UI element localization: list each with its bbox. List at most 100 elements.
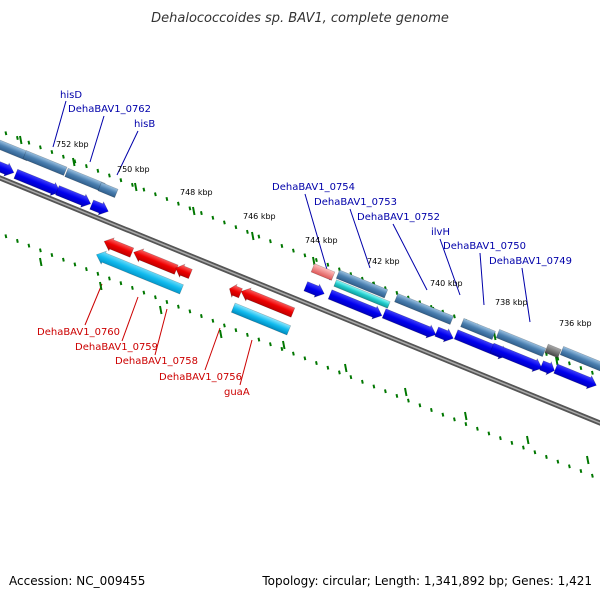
lower-tick-mark xyxy=(430,407,433,413)
pink-gene xyxy=(310,263,336,281)
lower-tick-mark xyxy=(73,262,77,267)
red-gene-shape xyxy=(240,287,296,318)
lower-tick-mark xyxy=(579,469,583,474)
upper-tick-mark xyxy=(326,262,330,267)
lower-tick-mark xyxy=(499,436,502,441)
lower-tick-mark xyxy=(476,426,479,431)
lower-tick-mark xyxy=(108,276,111,281)
upper-tick-mark xyxy=(108,173,111,178)
lower-tick-mark xyxy=(257,337,261,342)
blue-gene-shape xyxy=(539,360,555,376)
lower-tick-mark xyxy=(96,271,100,276)
upper-tick-mark xyxy=(591,370,594,375)
leader-line xyxy=(521,267,531,323)
steel-gene-shape xyxy=(22,150,68,176)
steel-gene-shape xyxy=(97,182,119,198)
upper-tick-mark xyxy=(27,140,31,145)
major-tick xyxy=(99,281,103,291)
upper-tick-mark xyxy=(579,366,583,371)
upper-tick-mark xyxy=(315,258,318,263)
upper-tick-mark xyxy=(119,178,123,183)
lower-tick-mark xyxy=(349,375,353,380)
gene-label-reverse: DehaBAV1_0759 xyxy=(75,342,158,353)
lower-tick-mark xyxy=(384,389,387,394)
lower-tick-mark xyxy=(50,253,54,258)
leader-line xyxy=(116,130,139,176)
blue-gene-shape xyxy=(381,308,437,339)
major-tick xyxy=(344,363,348,373)
lower-tick-mark xyxy=(85,267,88,272)
leader-line xyxy=(239,339,253,386)
tick-marks xyxy=(4,131,594,478)
tick-label: 736 kbp xyxy=(559,319,592,328)
lower-tick-mark xyxy=(464,422,468,427)
lower-tick-mark xyxy=(591,473,594,478)
blue-gene-shape xyxy=(13,168,61,197)
blue-gene xyxy=(13,168,61,197)
cyan-gene xyxy=(95,250,184,295)
leader-line xyxy=(52,100,67,148)
red-gene-shape xyxy=(229,283,243,299)
lower-tick-mark xyxy=(568,464,571,469)
upper-tick-mark xyxy=(246,229,249,234)
blue-gene xyxy=(89,199,109,216)
red-gene xyxy=(229,283,243,299)
gray-gene-shape xyxy=(544,343,562,359)
lower-tick-mark xyxy=(395,393,399,398)
lower-tick-mark xyxy=(510,440,514,445)
steel-gene xyxy=(394,293,454,325)
lower-tick-mark xyxy=(292,351,295,356)
blue-gene xyxy=(327,289,383,320)
red-gene xyxy=(103,237,135,258)
steel-gene-shape xyxy=(394,293,454,325)
upper-tick-mark xyxy=(131,182,134,187)
upper-tick-mark xyxy=(4,131,8,136)
lower-tick-mark xyxy=(27,243,31,248)
steel-gene-shape xyxy=(335,269,389,299)
lower-tick-mark xyxy=(246,332,249,337)
upper-tick-mark xyxy=(257,234,261,239)
steel-gene xyxy=(460,318,496,340)
lower-tick-mark xyxy=(165,299,169,305)
blue-gene-shape xyxy=(303,281,325,298)
upper-tick-mark xyxy=(292,248,295,253)
lower-tick-mark xyxy=(16,238,19,243)
cyan-gene-shape xyxy=(95,250,184,295)
major-tick xyxy=(134,182,138,192)
upper-tick-mark xyxy=(154,192,157,197)
major-tick xyxy=(464,411,468,421)
blue-gene-shape xyxy=(55,185,92,208)
gene-label-forward: hisB xyxy=(134,119,155,130)
lower-tick-mark xyxy=(453,417,456,422)
lower-tick-mark xyxy=(372,384,376,389)
tick-label: 752 kbp xyxy=(56,140,89,149)
cyan-gene xyxy=(230,302,292,336)
upper-tick-mark xyxy=(269,239,272,244)
upper-tick-mark xyxy=(188,206,192,211)
upper-tick-mark xyxy=(453,314,456,319)
steel-gene-shape xyxy=(460,318,496,340)
lower-tick-mark xyxy=(441,412,445,417)
upper-tick-mark xyxy=(62,154,65,159)
gene-label-reverse: DehaBAV1_0760 xyxy=(37,327,120,338)
upper-tick-mark xyxy=(211,215,215,220)
major-tick xyxy=(72,157,76,167)
upper-tick-mark xyxy=(280,243,284,248)
gene-label-forward: DehaBAV1_0750 xyxy=(443,241,526,252)
accession-text: Accession: NC_009455 xyxy=(9,574,146,588)
red-gene xyxy=(175,263,193,280)
blue-gene-shape xyxy=(89,199,109,216)
blue-gene xyxy=(553,363,597,390)
blue-gene xyxy=(434,326,454,343)
teal-gene xyxy=(333,279,391,309)
lower-tick-mark xyxy=(326,365,330,370)
gene-label-reverse: guaA xyxy=(224,387,250,398)
gene-label-reverse: DehaBAV1_0758 xyxy=(115,356,198,367)
lower-tick-mark xyxy=(188,309,192,314)
gene-label-forward: DehaBAV1_0762 xyxy=(68,104,151,115)
leader-line xyxy=(439,238,461,296)
lower-tick-mark xyxy=(522,445,525,450)
gene-label-forward: DehaBAV1_0752 xyxy=(357,212,440,223)
